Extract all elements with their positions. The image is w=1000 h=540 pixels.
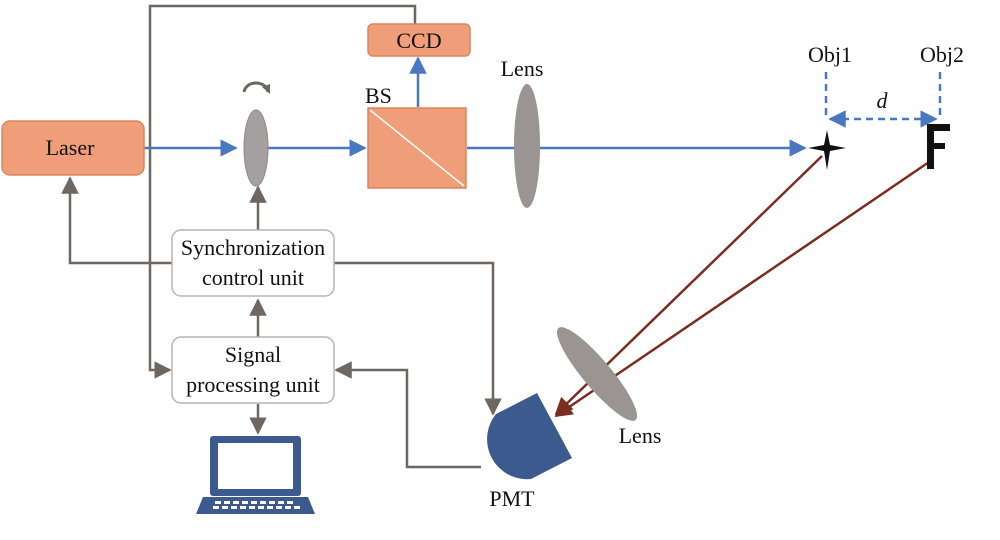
signal-processing-unit: Signal processing unit [171,336,335,404]
rotating-lens [242,81,270,187]
beam-splitter-diagonal [369,109,465,187]
obj2-f-shape-icon [927,124,950,169]
targets: Obj1 Obj2 d [808,42,964,170]
ccd-label: CCD [396,28,441,53]
sync-control-box [171,229,335,297]
pmt-component: PMT [487,393,572,511]
control-lines [61,4,502,469]
distance-label: d [877,88,889,113]
signal-label-line2: processing unit [186,372,320,397]
sync-to-laser-line [61,176,172,265]
ccd-box [367,23,471,57]
laptop-icon [196,436,315,514]
obj1-star-icon [808,130,846,170]
pmt-to-signal-line [334,361,481,469]
sync-control-unit: Synchronization control unit [171,229,335,297]
signal-label-line1: Signal [225,342,281,367]
obj1-label: Obj1 [808,42,852,67]
pmt-body [487,393,572,480]
rotating-lens-body [243,109,269,187]
receive-lens: Lens [556,327,662,448]
transmit-lens-label: Lens [501,56,544,81]
ccd-component: CCD [367,23,471,57]
return-beam-obj2 [554,158,933,418]
transmit-lens: Lens [501,56,544,208]
bs-label: BS [365,83,392,108]
laser-box [1,120,145,176]
transmit-lens-body [514,84,540,208]
laser-beam [144,56,807,157]
sync-label-line1: Synchronization [181,235,325,260]
signal-processing-box [171,336,335,404]
obj2-label: Obj2 [920,42,964,67]
ccd-to-signal-line [148,4,417,379]
sync-to-pmt-line [334,261,502,416]
beam-splitter: BS [365,83,467,189]
receive-lens-label: Lens [619,423,662,448]
sync-label-line2: control unit [202,265,304,290]
receive-lens-body [556,327,638,421]
pmt-label: PMT [489,486,535,511]
laser-component: Laser [1,120,145,176]
rotation-arrowhead-icon [262,84,270,94]
laser-label: Laser [46,135,96,160]
